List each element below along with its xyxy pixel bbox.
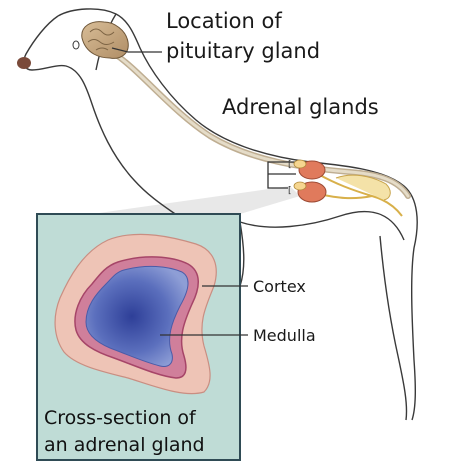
zoom-projection — [92, 186, 300, 214]
brain — [82, 22, 128, 59]
cortex-label: Cortex — [253, 277, 306, 296]
pituitary-label-line1: Location of — [166, 9, 282, 33]
spinal-cord-inner — [112, 52, 408, 196]
bracket-glyph-bottom: [ — [288, 186, 292, 196]
adrenal-upper — [294, 160, 306, 168]
inset-caption-line1: Cross-section of — [44, 407, 197, 429]
dog-belly-outline — [240, 211, 404, 286]
adrenal-label: Adrenal glands — [222, 95, 379, 119]
dog-eye — [73, 41, 79, 49]
bracket-glyph-top: [ — [288, 160, 292, 170]
pituitary-label-line2: pituitary gland — [166, 39, 320, 63]
inset-caption-line2: an adrenal gland — [44, 434, 205, 456]
dog-nose — [17, 57, 31, 69]
dog-hind-leg-outline — [380, 236, 407, 420]
adrenal-lower — [294, 182, 306, 190]
medulla-label: Medulla — [253, 326, 316, 345]
